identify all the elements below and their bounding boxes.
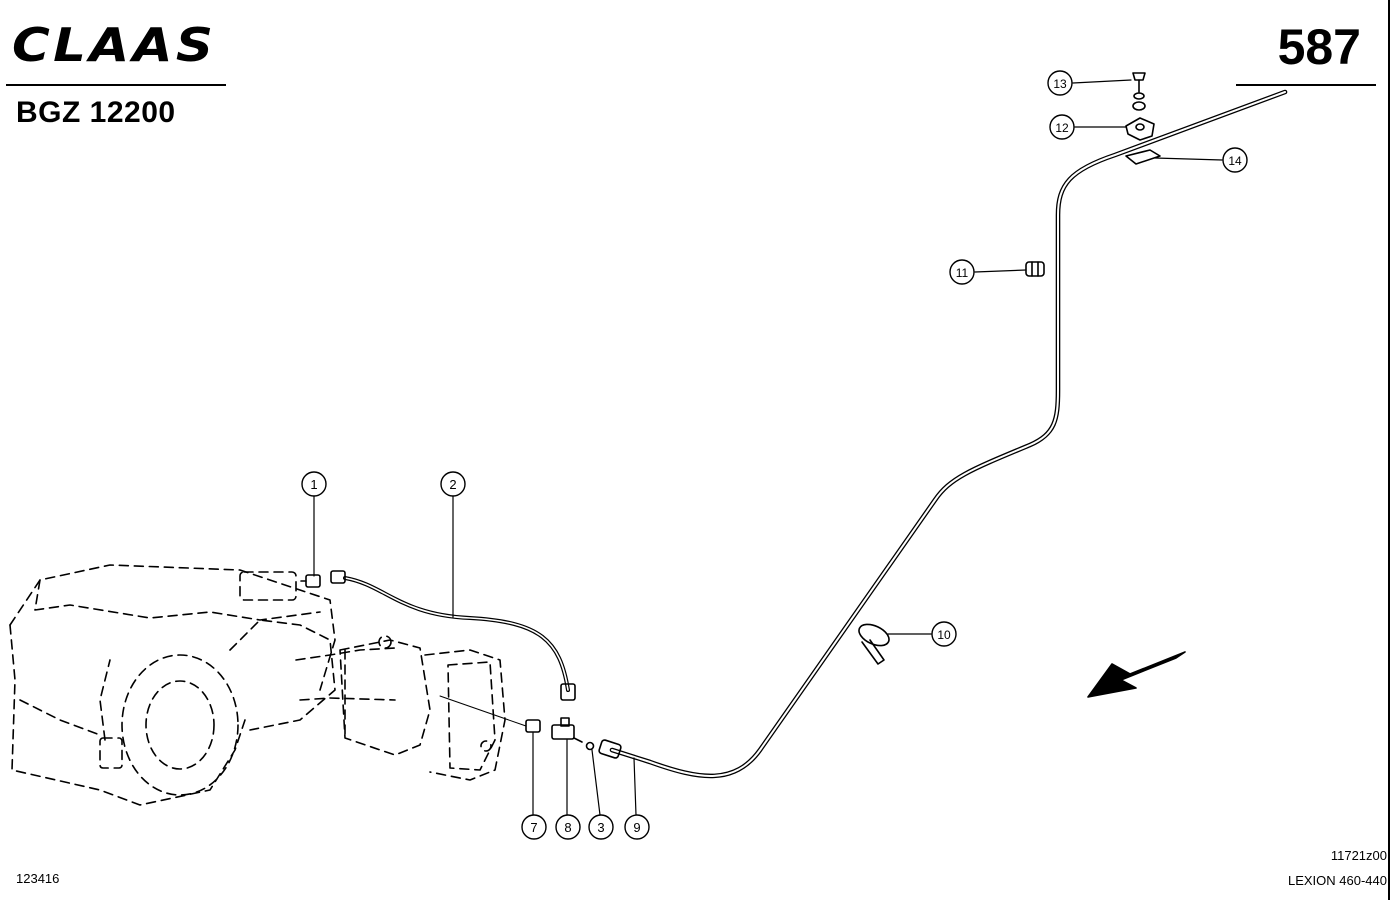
reference-number: 123416 (16, 871, 60, 886)
callout-label: 8 (564, 820, 571, 835)
callout-label: 2 (449, 477, 456, 492)
ring-part-3 (585, 741, 595, 751)
callout-label: 9 (633, 820, 640, 835)
clip-part-11 (1025, 261, 1045, 277)
direction-arrow (1087, 651, 1186, 698)
fitting-part-7 (439, 695, 541, 733)
page-number: 587 (1277, 19, 1361, 75)
brand-logo-text: CLAAS (12, 18, 217, 72)
model-name: LEXION 460-440 (1287, 873, 1387, 888)
callout-label: 14 (1228, 154, 1242, 168)
callout-13: 13 (1047, 70, 1073, 96)
callout-7: 7 (521, 814, 547, 840)
callout-3: 3 (588, 814, 614, 840)
callout-label: 10 (937, 628, 951, 642)
callout-label: 1 (310, 477, 317, 492)
callout-label: 12 (1055, 121, 1069, 135)
callouts: 1 2 3 7 8 9 10 11 12 13 14 (301, 70, 1248, 840)
bracket-part-12 (1125, 117, 1155, 141)
callout-label: 11 (956, 266, 969, 280)
callout-2: 2 (440, 471, 466, 497)
gearbox-housing (9, 564, 396, 806)
callout-1: 1 (301, 471, 327, 497)
hydraulic-pump (339, 635, 506, 781)
callout-12: 12 (1049, 114, 1075, 140)
callout-8: 8 (555, 814, 581, 840)
frame-border (1388, 0, 1390, 900)
header-rule-left (6, 84, 226, 86)
callout-11: 11 (949, 259, 975, 285)
oil-pipe (598, 89, 1288, 779)
callout-9: 9 (624, 814, 650, 840)
image-id: 11721z00 (1330, 848, 1387, 863)
plate-part-14 (1125, 149, 1161, 165)
brand-logo: CLAAS (12, 22, 213, 68)
callout-label: 3 (597, 820, 604, 835)
group-code: BGZ 12200 (16, 96, 176, 129)
callout-label: 13 (1053, 77, 1067, 91)
callout-label: 7 (530, 820, 537, 835)
hydraulic-hose (330, 570, 576, 701)
callout-10: 10 (931, 621, 957, 647)
bolt-part-13 (1132, 72, 1146, 111)
header-rule-right (1236, 84, 1376, 86)
clamp-part-10 (858, 623, 890, 665)
fitting-part-1 (300, 574, 321, 588)
leader-lines (313, 79, 1223, 816)
fitting-part-8 (551, 717, 583, 743)
callout-14: 14 (1222, 147, 1248, 173)
